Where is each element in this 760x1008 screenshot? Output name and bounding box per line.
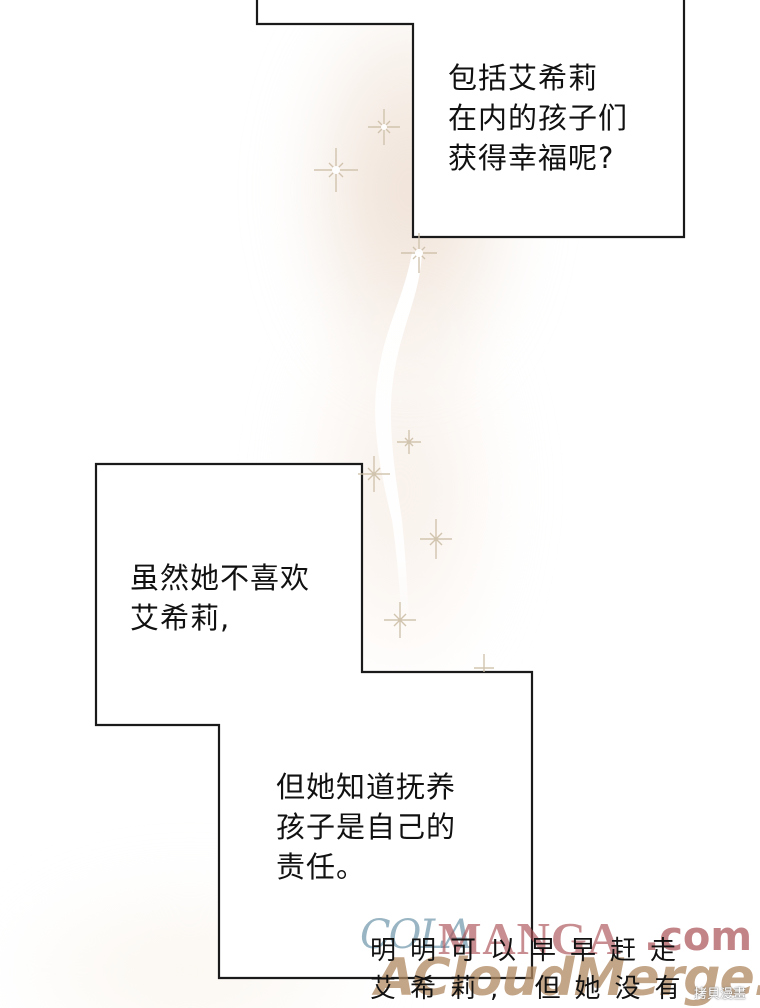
text-line: 艾希莉, 但她没有 bbox=[370, 974, 695, 1004]
text-line: 包括艾希莉 bbox=[448, 61, 599, 95]
watermark-small: 拷貝漫畫 bbox=[694, 987, 747, 1002]
text-line: 获得幸福呢? bbox=[448, 141, 615, 175]
bubble-top-text: 包括艾希莉在内的孩子们获得幸福呢? bbox=[448, 58, 628, 178]
sparkle-icon bbox=[368, 109, 400, 145]
watermark-cola: COLA bbox=[360, 912, 473, 958]
sparkle-icon bbox=[314, 148, 358, 192]
bubble-top-outline bbox=[255, 0, 686, 239]
bubble-lower-text-lower: 但她知道抚养孩子是自己的责任。 bbox=[276, 767, 456, 887]
sparkle-icon bbox=[358, 456, 390, 492]
text-line: 孩子是自己的 bbox=[276, 810, 457, 844]
watermark-manga: MANGA bbox=[438, 913, 622, 964]
watermark-com: .com bbox=[644, 914, 753, 960]
text-line: 在内的孩子们 bbox=[448, 101, 629, 135]
sparkle-icon bbox=[397, 430, 421, 454]
sparkle-icon bbox=[384, 602, 416, 638]
bubble-lower-text-upper: 虽然她不喜欢艾希莉, bbox=[130, 558, 310, 638]
bubble-partial-text: 明明可以早早赶走艾希莉, 但她没有 bbox=[370, 932, 695, 1008]
watermark-acloudmerge: ACloudMerge.com bbox=[375, 948, 760, 1008]
bubble-lower-outline bbox=[94, 462, 534, 980]
sparkle-icon bbox=[474, 654, 494, 672]
text-line: 责任。 bbox=[276, 850, 367, 884]
sparkle-icon bbox=[420, 519, 452, 559]
text-line: 虽然她不喜欢 bbox=[130, 561, 311, 595]
text-line: 明明可以早早赶走 bbox=[370, 936, 691, 966]
text-line: 但她知道抚养 bbox=[276, 770, 457, 804]
text-line: 艾希莉, bbox=[130, 601, 231, 635]
sparkle-icon bbox=[401, 233, 437, 273]
